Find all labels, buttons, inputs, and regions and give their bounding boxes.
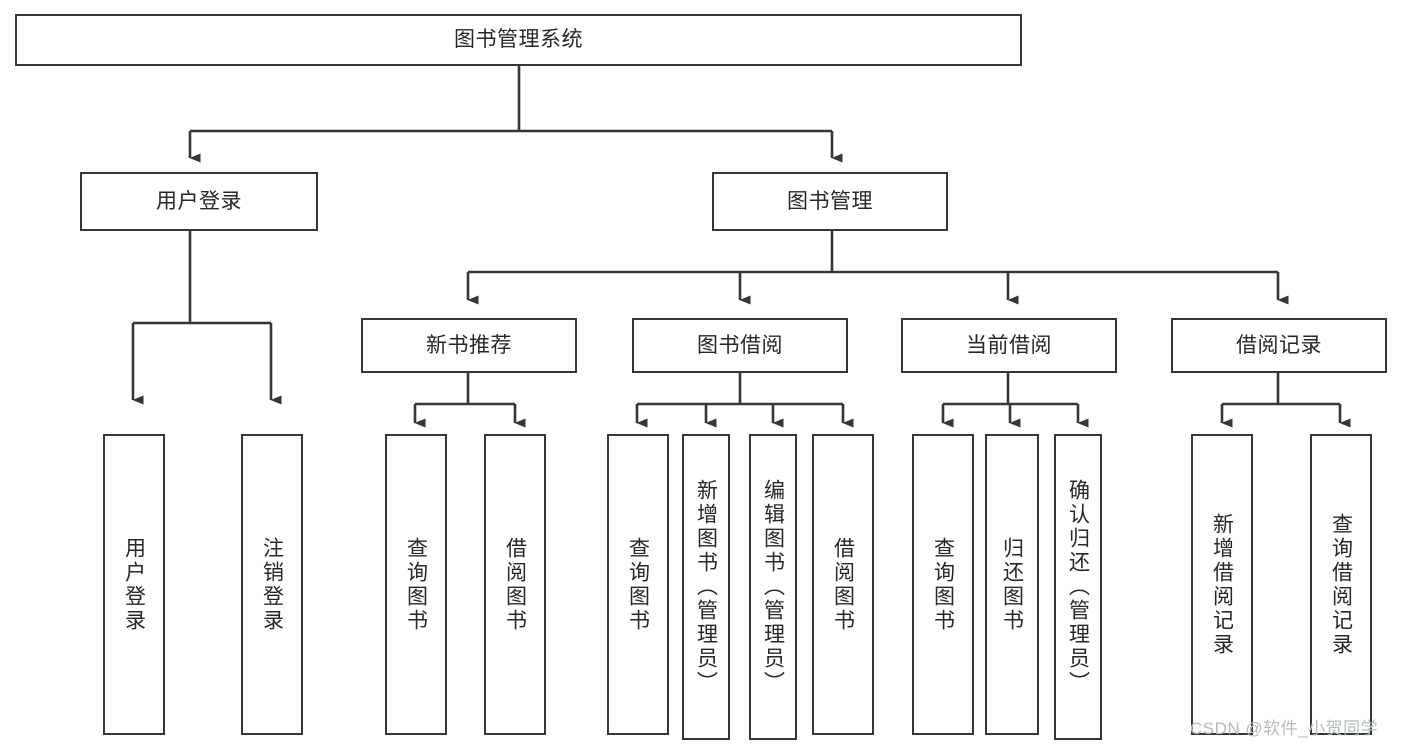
leaf-logout[interactable]: 注销登录	[241, 434, 303, 735]
leaf-query-borrow-record-label: 查询借阅记录	[1329, 512, 1353, 657]
leaf-query-book-recommend[interactable]: 查询图书	[385, 434, 447, 735]
csdn-watermark: CSDN @软件_小贺同学	[1190, 719, 1379, 738]
leaf-add-borrow-record-label: 新增借阅记录	[1210, 512, 1234, 657]
leaf-add-book-admin-label: 新增图书（管理员）	[694, 479, 718, 695]
node-new-book-recommend[interactable]: 新书推荐	[361, 318, 577, 373]
node-root-label: 图书管理系统	[454, 28, 583, 52]
leaf-borrow-book-recommend-label: 借阅图书	[503, 536, 527, 633]
node-borrow-record-label: 借阅记录	[1236, 333, 1322, 357]
leaf-confirm-return-admin[interactable]: 确认归还（管理员）	[1054, 434, 1102, 740]
node-root[interactable]: 图书管理系统	[15, 14, 1022, 66]
leaf-add-book-admin[interactable]: 新增图书（管理员）	[682, 434, 730, 740]
leaf-edit-book-admin-label: 编辑图书（管理员）	[761, 479, 785, 695]
leaf-query-book-borrow-label: 查询图书	[626, 536, 650, 633]
node-current-borrow-label: 当前借阅	[966, 333, 1052, 357]
leaf-edit-book-admin[interactable]: 编辑图书（管理员）	[749, 434, 797, 740]
leaf-borrow-book-recommend[interactable]: 借阅图书	[484, 434, 546, 735]
node-user-login-label: 用户登录	[156, 189, 242, 213]
leaf-query-book-current[interactable]: 查询图书	[912, 434, 974, 735]
leaf-borrow-book-borrow[interactable]: 借阅图书	[812, 434, 874, 735]
leaf-confirm-return-admin-label: 确认归还（管理员）	[1066, 479, 1090, 695]
leaf-return-book-label: 归还图书	[1000, 536, 1024, 633]
node-borrow-record[interactable]: 借阅记录	[1171, 318, 1387, 373]
leaf-user-login-label: 用户登录	[122, 536, 146, 633]
node-new-book-recommend-label: 新书推荐	[426, 333, 512, 357]
leaf-query-book-current-label: 查询图书	[931, 536, 955, 633]
node-book-borrow-label: 图书借阅	[697, 333, 783, 357]
leaf-query-borrow-record[interactable]: 查询借阅记录	[1310, 434, 1372, 735]
node-book-borrow[interactable]: 图书借阅	[632, 318, 848, 373]
leaf-add-borrow-record[interactable]: 新增借阅记录	[1191, 434, 1253, 735]
leaf-query-book-recommend-label: 查询图书	[404, 536, 428, 633]
node-book-management-label: 图书管理	[787, 189, 873, 213]
leaf-logout-label: 注销登录	[260, 536, 284, 633]
leaf-borrow-book-borrow-label: 借阅图书	[831, 536, 855, 633]
node-current-borrow[interactable]: 当前借阅	[901, 318, 1117, 373]
node-book-management[interactable]: 图书管理	[712, 172, 948, 231]
leaf-user-login[interactable]: 用户登录	[103, 434, 165, 735]
node-user-login[interactable]: 用户登录	[80, 172, 318, 231]
leaf-return-book[interactable]: 归还图书	[985, 434, 1039, 735]
leaf-query-book-borrow[interactable]: 查询图书	[607, 434, 669, 735]
